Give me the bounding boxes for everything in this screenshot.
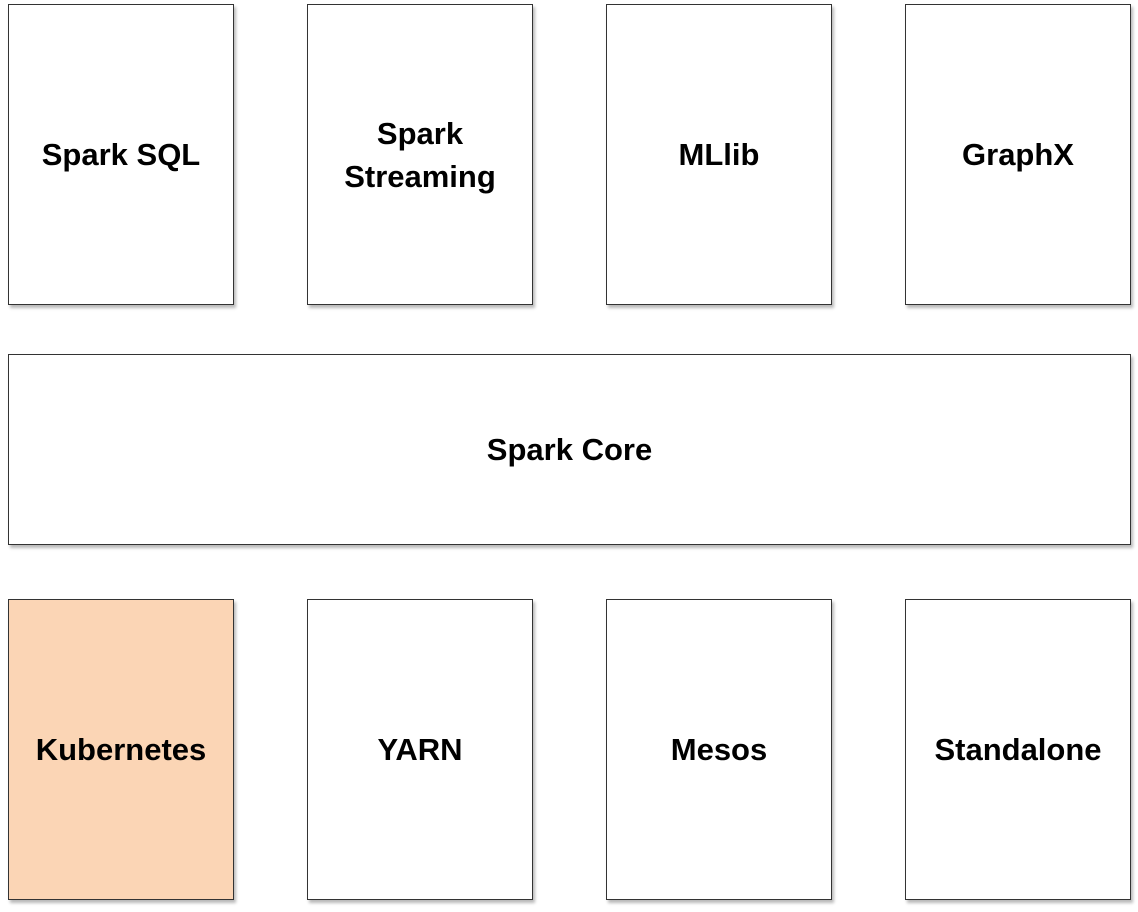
graphx-label: GraphX: [962, 137, 1074, 172]
standalone-box: Standalone: [905, 599, 1131, 900]
kubernetes-label: Kubernetes: [35, 732, 207, 767]
spark-streaming-label: Spark Streaming: [344, 115, 496, 194]
spark-core-label: Spark Core: [486, 432, 653, 467]
spark-sql-box: Spark SQL: [8, 4, 234, 305]
mesos-label: Mesos: [670, 732, 768, 767]
spark-sql-label: Spark SQL: [41, 137, 201, 172]
spark-core-box: Spark Core: [8, 354, 1131, 545]
mesos-box: Mesos: [606, 599, 832, 900]
mllib-box: MLlib: [606, 4, 832, 305]
standalone-label: Standalone: [934, 732, 1102, 767]
mllib-label: MLlib: [678, 137, 760, 172]
yarn-label: YARN: [377, 732, 463, 767]
spark-streaming-box: Spark Streaming: [307, 4, 533, 305]
kubernetes-box: Kubernetes: [8, 599, 234, 900]
graphx-box: GraphX: [905, 4, 1131, 305]
yarn-box: YARN: [307, 599, 533, 900]
